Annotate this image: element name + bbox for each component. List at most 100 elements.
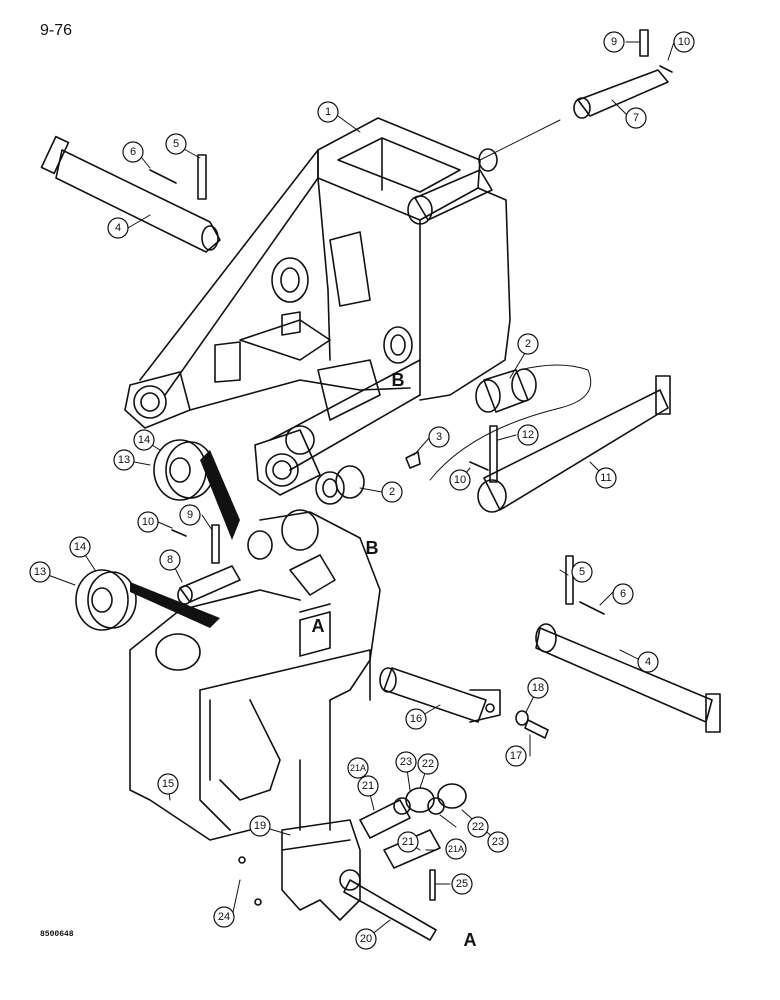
callout-23: 23 <box>492 836 504 848</box>
callout-6a-circle <box>122 141 144 163</box>
callout-18: 18 <box>532 682 544 694</box>
bushing-2-upper <box>475 368 537 413</box>
callout-14a-circle <box>133 429 155 451</box>
callout-7-circle <box>625 107 647 129</box>
callout-6: 6 <box>620 588 626 600</box>
callout-12: 12 <box>522 429 534 441</box>
pin-7 <box>573 69 669 119</box>
callout-8: 8 <box>167 554 173 566</box>
callout-21a-circle <box>357 775 379 797</box>
callout-24-circle <box>213 906 235 928</box>
cotter-6-upper <box>149 169 177 184</box>
pin-12 <box>489 425 498 483</box>
callout-25: 25 <box>456 878 468 890</box>
callout-5b-circle <box>571 561 593 583</box>
callout-4: 4 <box>645 656 651 668</box>
callout-5: 5 <box>173 138 179 150</box>
callout-18-circle <box>527 677 549 699</box>
bushing-2-lower <box>315 465 365 505</box>
callout-24: 24 <box>218 911 230 923</box>
section-letter-A: A <box>464 930 477 950</box>
callout-20: 20 <box>360 933 372 945</box>
bracket-19 <box>238 819 361 921</box>
callout-7: 7 <box>633 112 639 124</box>
frame-pivot-left <box>133 385 167 419</box>
callout-22b-circle <box>467 816 489 838</box>
leader-lines <box>39 41 675 940</box>
bushing-inner <box>271 257 309 303</box>
callout-4: 4 <box>115 222 121 234</box>
callout-21b-circle <box>397 831 419 853</box>
pin-4-upper <box>40 135 221 253</box>
callout-22: 22 <box>472 821 484 833</box>
callout-25-circle <box>451 873 473 895</box>
callout-16-circle <box>405 708 427 730</box>
callout-11: 11 <box>600 472 611 484</box>
pin-20 <box>343 879 437 941</box>
callout-17: 17 <box>510 750 522 762</box>
callout-13: 13 <box>118 454 130 466</box>
boom-frame <box>124 117 511 496</box>
callout-2a-circle <box>517 333 539 355</box>
callout-15: 15 <box>162 778 174 790</box>
callout-6: 6 <box>130 146 136 158</box>
callout-22: 22 <box>422 758 434 770</box>
pin-16 <box>379 667 501 723</box>
pin-9-upper <box>639 29 649 57</box>
callout-23a-circle <box>395 751 417 773</box>
callout-5a-circle <box>165 133 187 155</box>
callout-23b-circle <box>487 831 509 853</box>
coupler-15 <box>129 509 381 841</box>
callout-11-circle <box>595 467 617 489</box>
tab-A <box>299 611 331 657</box>
callout-9b-circle <box>179 504 201 526</box>
top-rear-bushing <box>414 169 493 221</box>
callout-4b-circle <box>637 651 659 673</box>
callout-3-circle <box>428 426 450 448</box>
pin-8 <box>179 565 241 603</box>
bushing-right-face <box>383 326 413 364</box>
pin-5-lower <box>565 555 574 605</box>
section-letter-A: A <box>312 616 325 636</box>
callout-21: 21 <box>362 780 374 792</box>
pin-9-lower <box>211 524 220 564</box>
cotter-10-upper <box>659 65 673 73</box>
callout-4a-circle <box>107 217 129 239</box>
callout-2b-circle <box>381 481 403 503</box>
callout-6b-circle <box>612 583 634 605</box>
callout-14: 14 <box>138 434 150 446</box>
callout-9: 9 <box>187 509 193 521</box>
callout-21A: 21A <box>448 844 464 854</box>
callout-13: 13 <box>34 566 46 578</box>
callout-10: 10 <box>454 474 466 486</box>
frame-pivot-lower <box>265 453 299 487</box>
washer-18 <box>515 710 529 726</box>
callout-19: 19 <box>254 820 266 832</box>
section-letter-B: B <box>392 370 405 390</box>
pin-25 <box>429 869 436 901</box>
callout-1: 1 <box>325 106 331 118</box>
callout-12-circle <box>517 424 539 446</box>
callout-14: 14 <box>74 541 86 553</box>
callout-circles <box>29 31 695 950</box>
callout-1-circle <box>317 101 339 123</box>
section-letter-B: B <box>366 538 379 558</box>
callout-17-circle <box>505 745 527 767</box>
callout-15-circle <box>157 773 179 795</box>
cotter-10-lower <box>171 529 187 537</box>
callout-23: 23 <box>400 756 412 768</box>
figure-code: 8500648 <box>40 930 74 939</box>
seal-13-14-lower <box>75 569 137 631</box>
callout-19-circle <box>249 815 271 837</box>
pin-11 <box>477 375 671 513</box>
callout-22a-circle <box>417 753 439 775</box>
callout-9: 9 <box>611 36 617 48</box>
callout-21A: 21A <box>350 763 366 773</box>
page-number: 9-76 <box>40 22 73 39</box>
cotter-10-mid <box>469 461 489 471</box>
callout-10: 10 <box>142 516 154 528</box>
callout-10c-circle <box>449 469 471 491</box>
cotter-6-lower <box>579 601 605 615</box>
bolt-17 <box>524 719 549 739</box>
